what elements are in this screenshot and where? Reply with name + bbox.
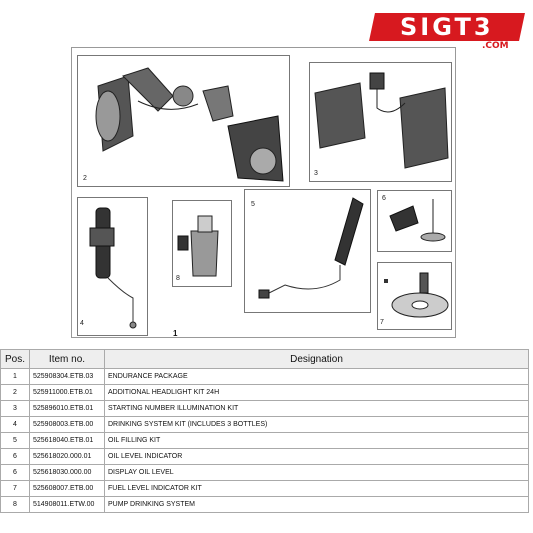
table-header-row: Pos. Item no. Designation: [0, 349, 529, 369]
parts-diagram: 2 3 4 8: [71, 47, 456, 338]
drinking-system-icon: [89, 207, 137, 329]
drinking-pump-icon: [177, 215, 219, 277]
oil-filling-kit-icon: [258, 197, 364, 299]
row-designation: ADDITIONAL HEADLIGHT KIT 24H: [104, 384, 529, 401]
diagram-panel-illumination: 3: [309, 62, 452, 182]
table-row: 3 525896010.ETB.01 STARTING NUMBER ILLUM…: [0, 400, 529, 417]
panel-label: 2: [83, 175, 87, 182]
row-pos: 4: [0, 416, 30, 433]
column-header-designation: Designation: [104, 349, 529, 369]
diagram-panel-headlight: 2: [77, 55, 290, 187]
brand-logo-text: SIGT3: [400, 13, 494, 41]
brand-logo-domain: .COM: [482, 41, 509, 51]
row-designation: STARTING NUMBER ILLUMINATION KIT: [104, 400, 529, 417]
illumination-kit-icon: [314, 72, 449, 169]
row-designation: DRINKING SYSTEM KIT (INCLUDES 3 BOTTLES): [104, 416, 529, 433]
column-header-item: Item no.: [29, 349, 105, 369]
row-item-number[interactable]: 525911000.ETB.01: [29, 384, 105, 401]
brand-logo[interactable]: SIGT3: [369, 13, 525, 41]
row-pos: 3: [0, 400, 30, 417]
row-item-number[interactable]: 525908304.ETB.03: [29, 368, 105, 385]
table-row: 8 514908011.ETW.00 PUMP DRINKING SYSTEM: [0, 496, 529, 513]
row-pos: 6: [0, 464, 30, 481]
panel-label: 7: [380, 319, 384, 326]
row-pos: 6: [0, 448, 30, 465]
parts-table: Pos. Item no. Designation 1 525908304.ET…: [0, 349, 529, 513]
panel-label: 3: [314, 170, 318, 177]
diagram-panel-oil-level-indicator: 6: [377, 190, 452, 252]
column-header-pos: Pos.: [0, 349, 30, 369]
row-designation: OIL LEVEL INDICATOR: [104, 448, 529, 465]
row-designation: DISPLAY OIL LEVEL: [104, 464, 529, 481]
panel-label: 8: [176, 275, 180, 282]
row-pos: 1: [0, 368, 30, 385]
oil-level-indicator-icon: [389, 199, 446, 242]
row-pos: 8: [0, 496, 30, 513]
table-row: 7 525608007.ETB.00 FUEL LEVEL INDICATOR …: [0, 480, 529, 497]
diagram-panel-drinking-pump: 8: [172, 200, 232, 287]
row-designation: FUEL LEVEL INDICATOR KIT: [104, 480, 529, 497]
row-designation: OIL FILLING KIT: [104, 432, 529, 449]
diagram-panel-drinking-system: 4: [77, 197, 148, 336]
table-row: 6 525618020.000.01 OIL LEVEL INDICATOR: [0, 448, 529, 465]
row-item-number[interactable]: 525908003.ETB.00: [29, 416, 105, 433]
row-item-number[interactable]: 525896010.ETB.01: [29, 400, 105, 417]
panel-label: 4: [80, 320, 84, 327]
row-designation: PUMP DRINKING SYSTEM: [104, 496, 529, 513]
row-item-number[interactable]: 525608007.ETB.00: [29, 480, 105, 497]
fuel-level-indicator-icon: [384, 272, 449, 318]
table-row: 4 525908003.ETB.00 DRINKING SYSTEM KIT (…: [0, 416, 529, 433]
row-pos: 5: [0, 432, 30, 449]
row-pos: 7: [0, 480, 30, 497]
diagram-panel-fuel-level-indicator: 7: [377, 262, 452, 330]
row-pos: 2: [0, 384, 30, 401]
table-row: 1 525908304.ETB.03 ENDURANCE PACKAGE: [0, 368, 529, 385]
row-item-number[interactable]: 525618020.000.01: [29, 448, 105, 465]
row-designation: ENDURANCE PACKAGE: [104, 368, 529, 385]
table-row: 6 525618030.000.00 DISPLAY OIL LEVEL: [0, 464, 529, 481]
row-item-number[interactable]: 514908011.ETW.00: [29, 496, 105, 513]
row-item-number[interactable]: 525618030.000.00: [29, 464, 105, 481]
table-row: 5 525618040.ETB.01 OIL FILLING KIT: [0, 432, 529, 449]
panel-label: 5: [251, 201, 255, 208]
diagram-panel-oil-filling-kit: 5: [244, 189, 371, 313]
headlight-kit-icon: [95, 67, 284, 182]
row-item-number[interactable]: 525618040.ETB.01: [29, 432, 105, 449]
diagram-number: 1: [173, 329, 178, 338]
table-row: 2 525911000.ETB.01 ADDITIONAL HEADLIGHT …: [0, 384, 529, 401]
panel-label: 6: [382, 195, 386, 202]
